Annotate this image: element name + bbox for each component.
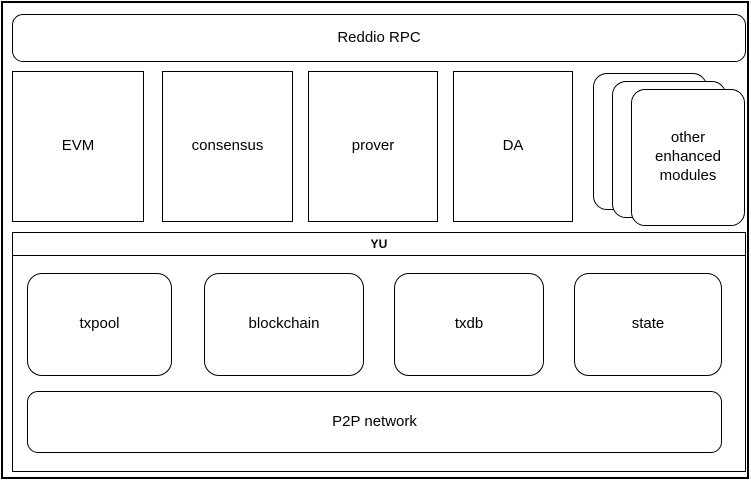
yu-component-txdb[interactable]: txdb [394,273,544,376]
yu-component-txpool[interactable]: txpool [27,273,172,376]
module-box-consensus[interactable]: consensus [162,71,293,222]
yu-layer-container: YU txpool blockchain txdb state P2P netw… [12,232,746,472]
yu-component-blockchain[interactable]: blockchain [204,273,364,376]
yu-title: YU [370,237,388,251]
module-box-prover[interactable]: prover [308,71,438,222]
yu-component-label-txpool: txpool [79,315,120,333]
yu-component-label-state: state [631,315,665,333]
stack-label-other-enhanced-modules: other enhanced modules [655,129,721,184]
module-box-evm[interactable]: EVM [12,71,144,222]
yu-component-label-txdb: txdb [454,315,484,333]
rpc-layer-label: Reddio RPC [337,28,421,46]
yu-p2p-network-label: P2P network [332,412,417,430]
yu-component-state[interactable]: state [574,273,722,376]
module-label-da: DA [502,137,524,155]
yu-component-label-blockchain: blockchain [248,315,320,333]
module-label-evm: EVM [61,137,95,155]
stack-card-front[interactable]: other enhanced modules [631,89,745,226]
module-label-prover: prover [351,137,395,155]
yu-header: YU [13,233,745,256]
yu-p2p-network-box[interactable]: P2P network [27,391,722,453]
module-label-consensus: consensus [191,137,264,155]
module-box-da[interactable]: DA [453,71,573,222]
rpc-layer-box[interactable]: Reddio RPC [12,14,746,62]
